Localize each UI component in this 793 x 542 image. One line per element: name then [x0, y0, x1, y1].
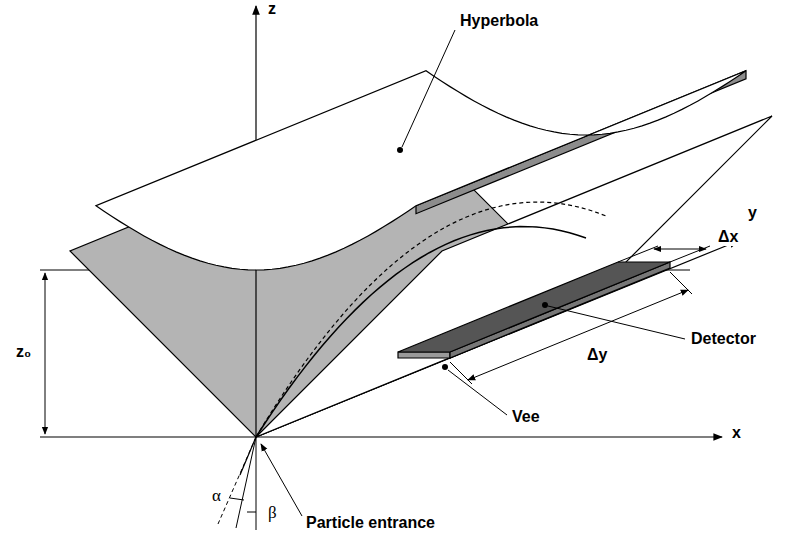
- angle-label: α: [210, 486, 223, 506]
- extension-line: [618, 246, 658, 262]
- detector-side: [450, 262, 670, 358]
- dx-dimension: [654, 249, 706, 250]
- extension-line: [670, 272, 692, 294]
- part-label: Hyperbola: [458, 12, 540, 30]
- entrance-line: [236, 437, 256, 528]
- angle-mark: [230, 498, 244, 500]
- dimension-label: z₀: [14, 343, 33, 361]
- extension-line: [450, 362, 472, 384]
- dy-dimension: [468, 290, 688, 380]
- entrance-reference: [256, 437, 257, 530]
- axis-label: y: [746, 204, 759, 222]
- axis-label: x: [730, 424, 743, 442]
- x-axis: [40, 436, 722, 437]
- z0-dimension: [45, 273, 46, 434]
- leader-dot: [442, 364, 448, 370]
- dimension-label: Δx: [716, 228, 740, 246]
- leader-line: [548, 306, 685, 339]
- part-label: Vee: [510, 408, 542, 426]
- extension-line: [670, 246, 710, 262]
- leader-line: [402, 30, 455, 147]
- angle-mark: [247, 512, 256, 513]
- entrance-line: [218, 437, 256, 524]
- hyperbola-surface: [96, 71, 746, 270]
- angle-label: β: [266, 503, 279, 523]
- leader-line: [448, 370, 507, 415]
- detector-side: [398, 352, 450, 358]
- axis-label: z: [266, 0, 278, 18]
- part-label: Particle entrance: [304, 514, 437, 532]
- leader-dot: [397, 147, 403, 153]
- part-label: Detector: [689, 330, 758, 348]
- leader-dot: [542, 302, 548, 308]
- dimension-label: Δy: [585, 346, 609, 364]
- detector: [398, 262, 670, 352]
